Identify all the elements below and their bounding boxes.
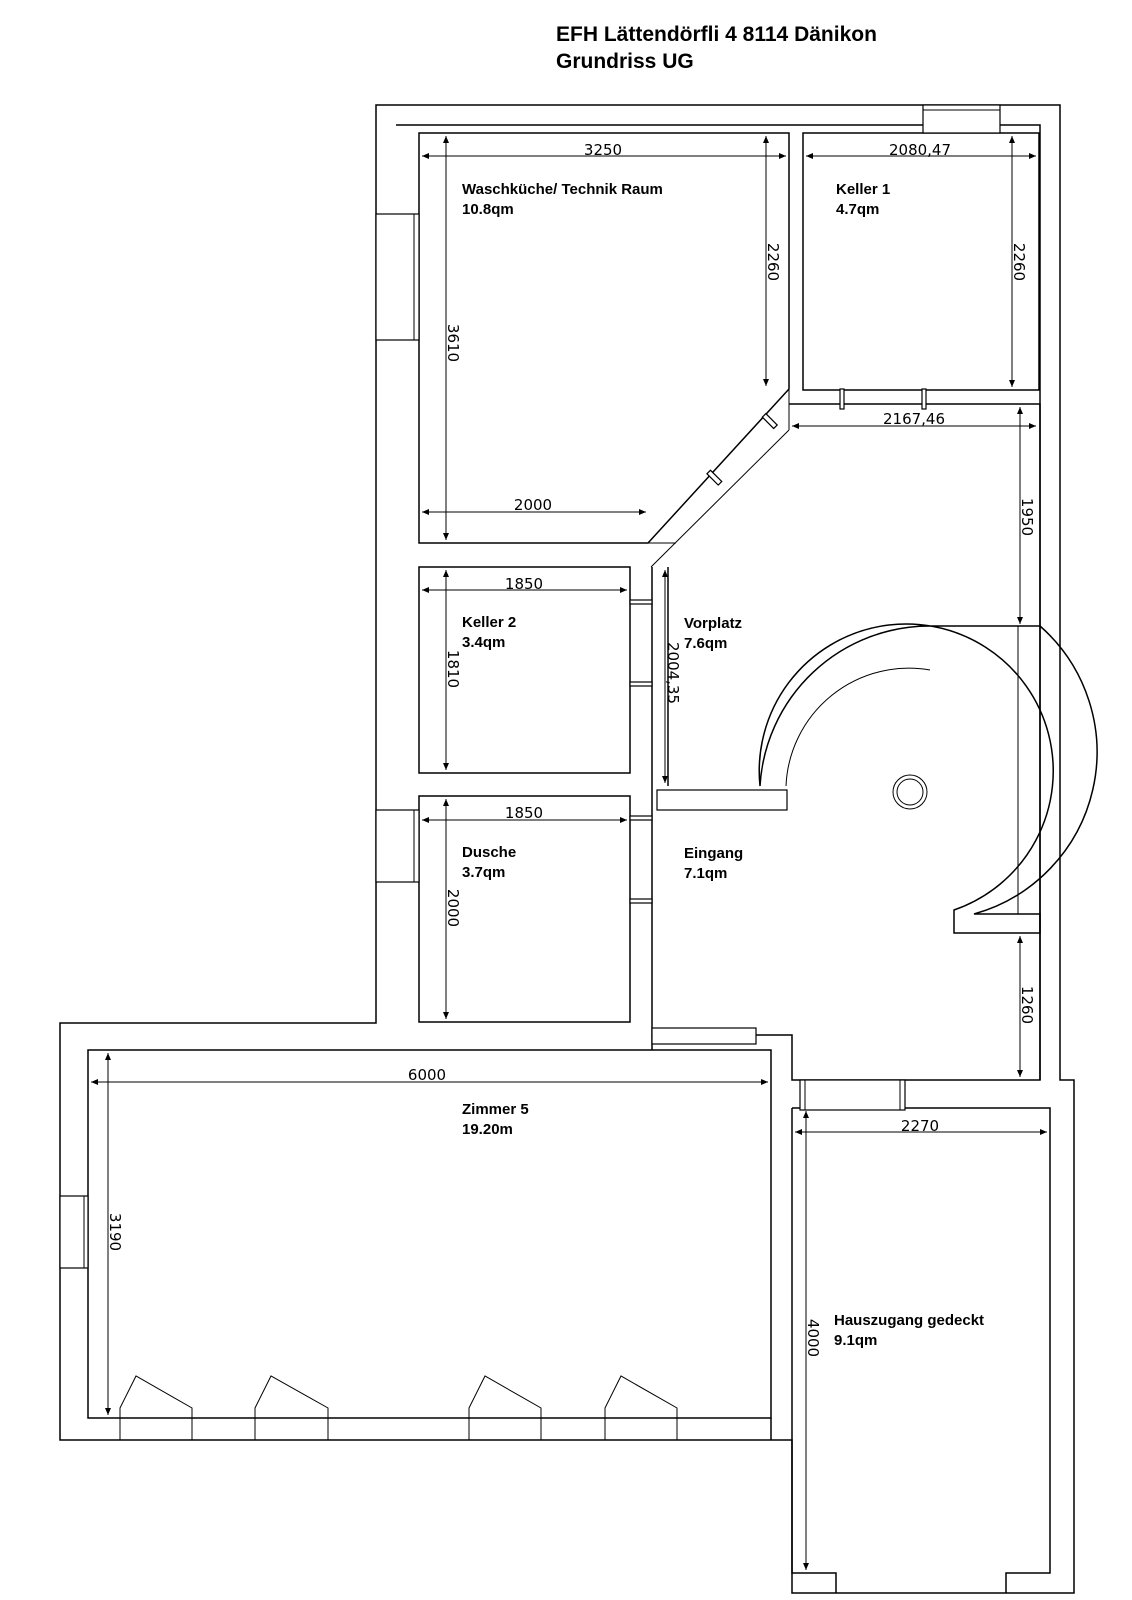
diagonal-wall-outer [650,429,790,568]
spiral-stair-inner [785,626,1019,914]
room-area-keller1: 4.7qm [836,201,879,218]
dim-wk-width: 3250 [584,141,622,159]
dim-hz-height: 4000 [804,1319,822,1357]
room-name-dusche: Dusche [462,844,516,861]
door-mark [706,469,723,486]
window-zimmer5 [59,1195,89,1269]
door-mark [629,599,653,605]
dim-k1-height: 2260 [1010,243,1028,281]
stair-column [892,774,928,810]
dim-du-height: 2000 [444,889,462,927]
dim-wk-bottom: 2000 [514,496,552,514]
room-keller2-walls [418,566,631,774]
room-area-vorplatz: 7.6qm [684,635,727,652]
dimension-lines [91,136,1047,1570]
eingang-partition [656,789,788,811]
dim-k1-width: 2080,47 [889,141,951,159]
dim-wk-height: 3610 [444,324,462,362]
dim-k2-width: 1850 [505,575,543,593]
room-area-hauszugang: 9.1qm [834,1332,877,1349]
dim-k2-height: 1810 [444,650,462,688]
door-mark [921,388,927,410]
window-waschkueche [375,213,420,341]
dim-wk-right: 2260 [764,243,782,281]
door-mark [629,815,653,821]
plan-title: EFH Lättendörfli 4 8114 Dänikon [556,23,877,46]
room-name-keller1: Keller 1 [836,181,890,198]
room-dusche-walls [418,795,631,1023]
room-name-zimmer5: Zimmer 5 [462,1101,529,1118]
door-mark [839,388,845,410]
window-dusche [375,809,420,883]
dim-z5-width: 6000 [408,1066,446,1084]
door-mark [629,898,653,904]
room-name-eingang: Eingang [684,845,743,862]
room-hauszugang-walls [791,1107,1051,1593]
dim-vp-right: 1950 [1018,498,1036,536]
room-name-keller2: Keller 2 [462,614,516,631]
inner-wall-outline [396,124,1041,1080]
dim-z5-height: 3190 [106,1213,124,1251]
waschkueche-diagonal-wall [648,389,790,544]
vorplatz-walls [651,403,1041,1081]
outer-wall [59,104,1075,1594]
dim-hz-width: 2270 [901,1117,939,1135]
room-area-dusche: 3.7qm [462,864,505,881]
dim-vp-left: 2004,35 [664,642,682,704]
room-waschkueche-walls [418,132,790,544]
door-mark [761,412,779,430]
light-wells [119,1375,678,1440]
dim-du-width: 1850 [505,804,543,822]
room-area-zimmer5: 19.20m [462,1121,513,1138]
room-name-vorplatz: Vorplatz [684,615,742,632]
plan-subtitle: Grundriss UG [556,50,694,73]
room-name-hauszugang: Hauszugang gedeckt [834,1312,984,1329]
zimmer5-right-wall [651,1035,772,1440]
door-zimmer5 [651,1027,757,1045]
window-hauszugang [799,1079,906,1111]
room-area-waschkueche: 10.8qm [462,201,514,218]
room-keller1-walls [802,132,1040,391]
dim-eg-right: 1260 [1018,986,1036,1024]
window-keller1 [922,104,1001,134]
room-zimmer5-walls [87,1049,772,1419]
dim-vp-top: 2167,46 [883,410,945,428]
room-name-waschkueche: Waschküche/ Technik Raum [462,181,663,198]
room-area-keller2: 3.4qm [462,634,505,651]
room-area-eingang: 7.1qm [684,865,727,882]
spiral-stair [758,623,1098,934]
door-mark [629,681,653,687]
